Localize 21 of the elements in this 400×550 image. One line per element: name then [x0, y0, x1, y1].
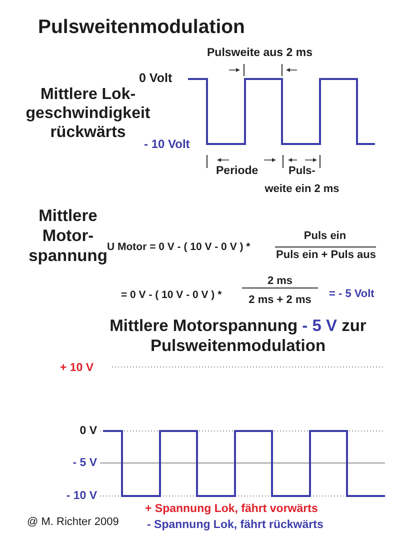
dimension-label: Puls- weite ein 2 ms — [264, 164, 340, 197]
fraction-denominator: 2 ms + 2 ms — [248, 294, 312, 307]
formula-text: = 0 V - ( 10 V - 0 V ) * — [121, 289, 222, 302]
dimension-label: Pulsweite aus 2 ms — [207, 46, 312, 60]
fraction-numerator: 2 ms — [266, 275, 294, 288]
axis-label: 0 V — [78, 424, 97, 438]
copyright-note: @ M. Richter 2009 — [27, 516, 119, 529]
legend-text: - Spannung Lok, fährt rückwärts — [147, 518, 324, 532]
axis-label: - 5 V — [72, 456, 97, 470]
fraction-numerator: Puls ein — [302, 230, 348, 243]
dimension-label: Periode — [216, 164, 258, 178]
legend-text: + Spannung Lok, fährt vorwärts — [145, 502, 318, 516]
fraction-denominator: Puls ein + Puls aus — [275, 249, 377, 262]
formula-text: U Motor = 0 V - ( 10 V - 0 V ) * — [107, 241, 250, 254]
axis-label: - 10 V — [65, 489, 97, 503]
side-heading: Mittlere Motor- spannung — [28, 206, 108, 266]
chart-heading: Mittlere Motorspannung - 5 V zur Pulsweitenmodulation — [108, 316, 368, 356]
axis-label: + 10 V — [60, 361, 94, 375]
formula-result: = - 5 Volt — [329, 288, 374, 301]
voltage-label: 0 Volt — [139, 71, 172, 86]
diagram-title: Pulsweitenmodulation — [38, 16, 245, 39]
